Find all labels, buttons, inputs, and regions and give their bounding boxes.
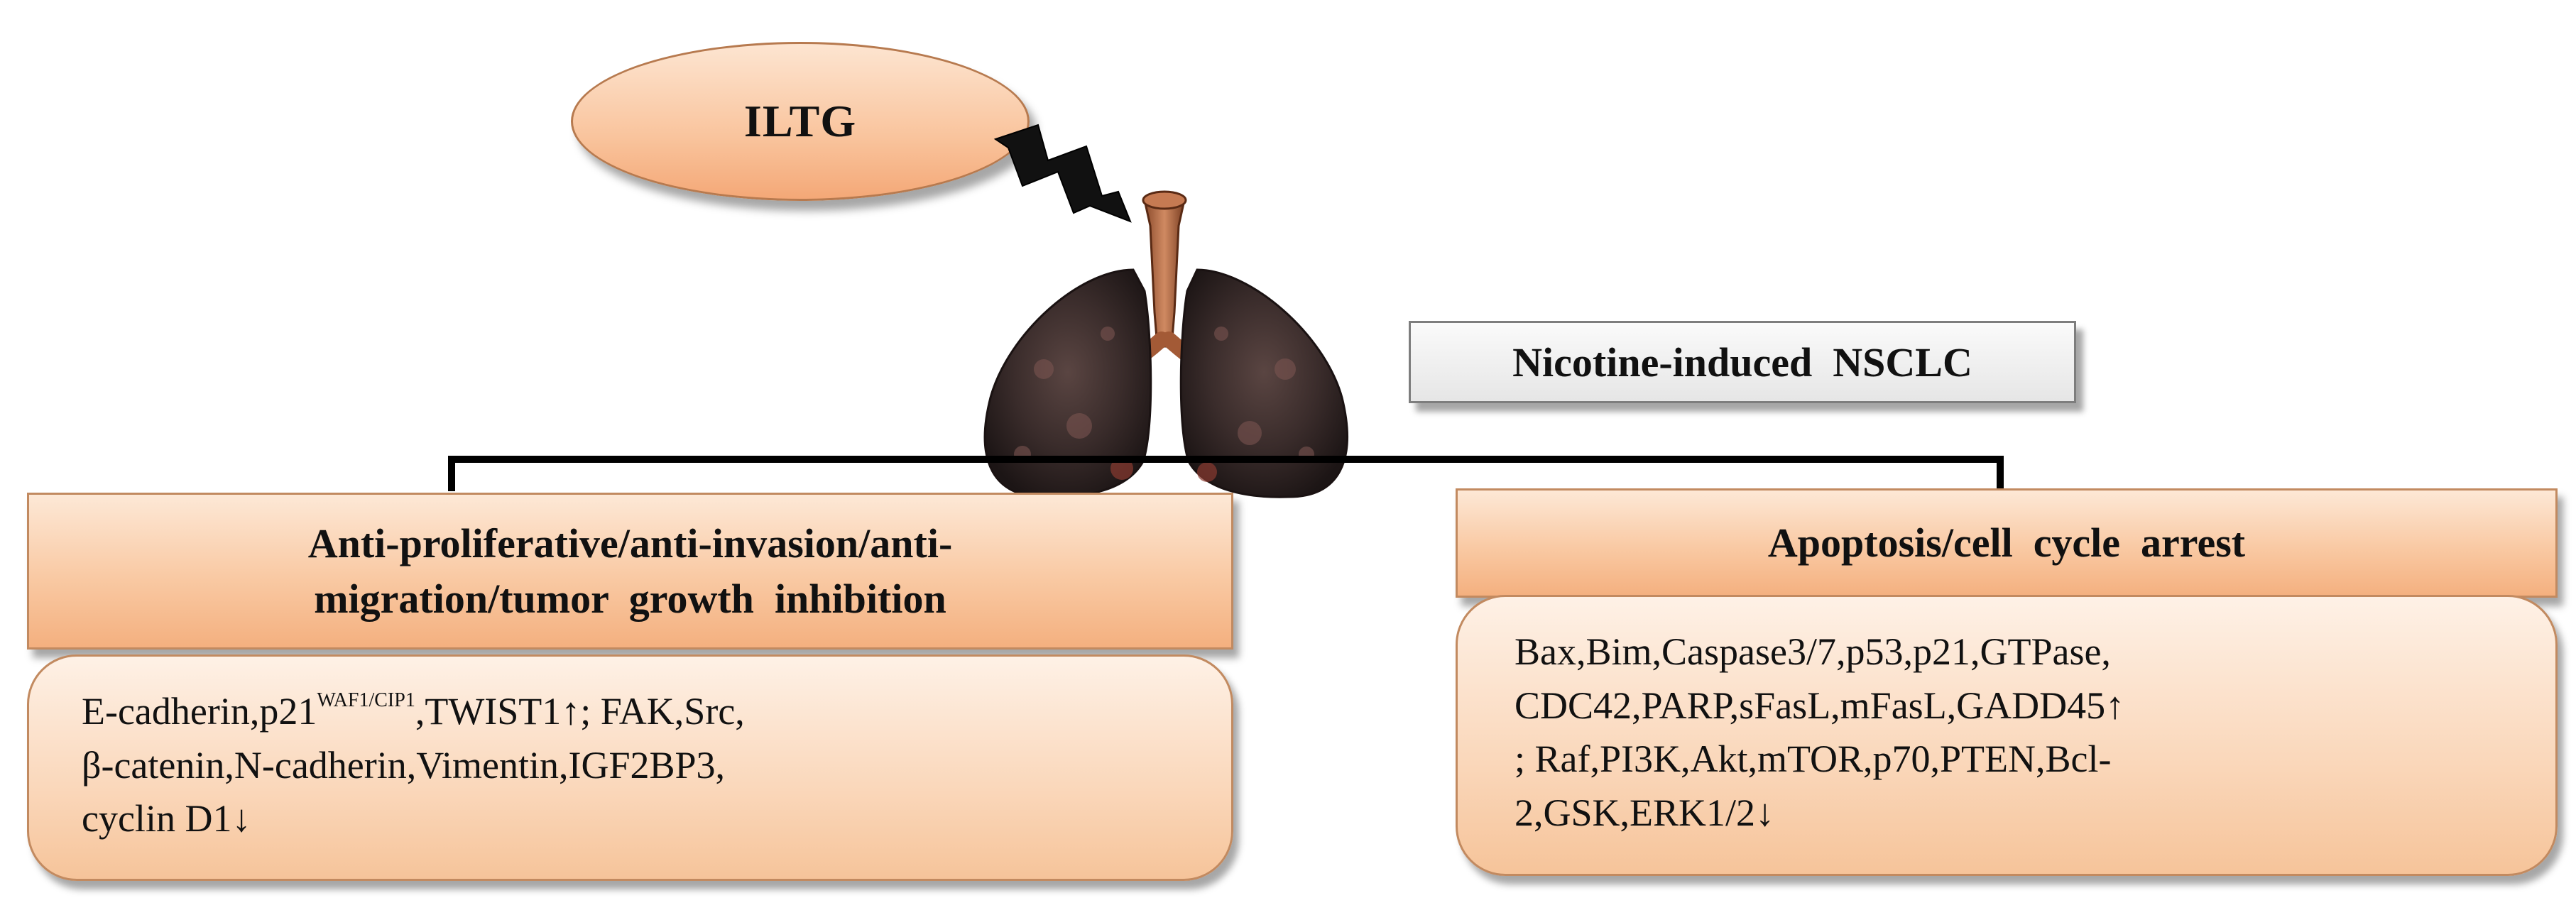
left-header-text: Anti-proliferative/anti-invasion/anti- m… xyxy=(308,516,953,625)
left-line1-superscript: WAF1/CIP1 xyxy=(317,689,415,711)
condition-box: Nicotine-induced NSCLC xyxy=(1409,321,2076,403)
right-effect-header: Apoptosis/cell cycle arrest xyxy=(1456,488,2558,598)
left-marker-line3: cyclin D1↓ xyxy=(82,797,251,840)
right-header-text: Apoptosis/cell cycle arrest xyxy=(1767,520,2246,566)
lungs-icon xyxy=(983,190,1348,498)
left-header-line2: migration/tumor growth inhibition xyxy=(314,575,946,622)
branch-connector xyxy=(448,456,2004,491)
left-marker-box: E-cadherin,p21WAF1/CIP1,TWIST1↑; FAK,Src… xyxy=(27,654,1233,881)
right-marker-box: Bax,Bim,Caspase3/7,p53,p21,GTPase, CDC42… xyxy=(1456,595,2558,876)
left-marker-line2: β-catenin,N-cadherin,Vimentin,IGF2BP3, xyxy=(82,743,726,787)
right-marker-line3: ; Raf,PI3K,Akt,mTOR,p70,PTEN,Bcl- xyxy=(1515,738,2112,781)
iltg-label: ILTG xyxy=(743,96,857,146)
left-marker-text: E-cadherin,p21WAF1/CIP1,TWIST1↑; FAK,Src… xyxy=(82,685,1218,846)
right-marker-line2: CDC42,PARP,sFasL,mFasL,GADD45↑ xyxy=(1515,684,2125,727)
right-marker-line1: Bax,Bim,Caspase3/7,p53,p21,GTPase, xyxy=(1515,630,2111,673)
left-effect-header: Anti-proliferative/anti-invasion/anti- m… xyxy=(27,493,1233,650)
left-line1-prefix: E-cadherin,p21 xyxy=(82,690,317,733)
condition-label: Nicotine-induced NSCLC xyxy=(1512,339,1972,385)
left-line1-suffix: ,TWIST1↑; FAK,Src, xyxy=(415,690,745,733)
right-marker-line4: 2,GSK,ERK1/2↓ xyxy=(1515,791,1775,834)
iltg-node: ILTG xyxy=(571,42,1030,201)
left-header-line1: Anti-proliferative/anti-invasion/anti- xyxy=(307,520,953,567)
left-marker-line1: E-cadherin,p21WAF1/CIP1,TWIST1↑; FAK,Src… xyxy=(82,685,1218,739)
right-marker-text: Bax,Bim,Caspase3/7,p53,p21,GTPase, CDC42… xyxy=(1515,625,2537,840)
